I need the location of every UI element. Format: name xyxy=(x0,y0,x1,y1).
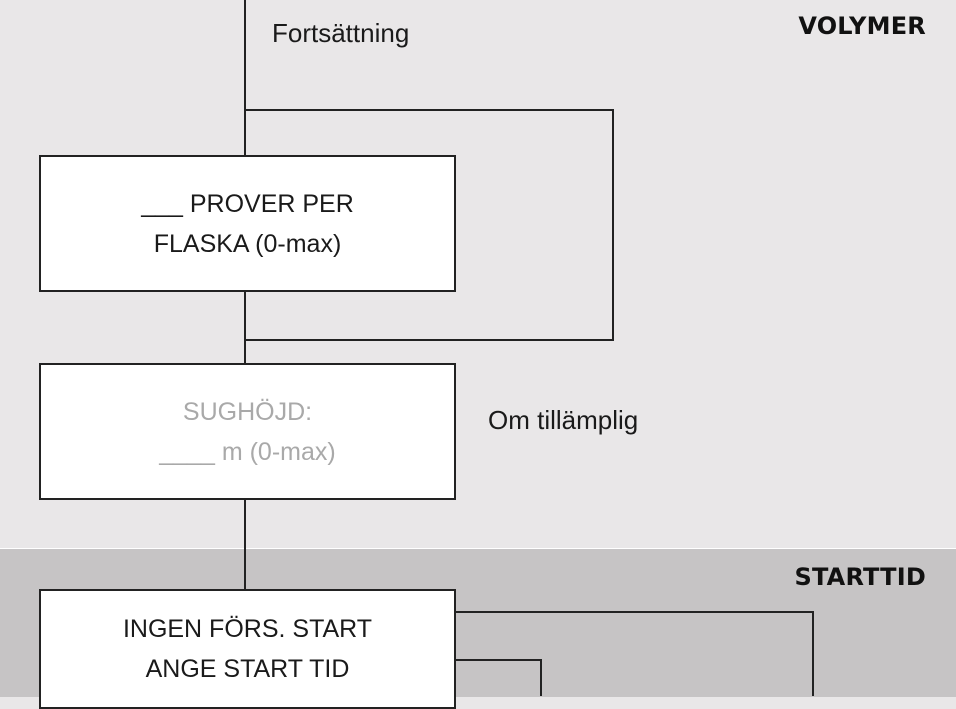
connector-loop-outer xyxy=(455,611,814,696)
connector-loop-volymer xyxy=(245,109,614,341)
box-start-time-line1: INGEN FÖRS. START xyxy=(122,615,373,643)
section-title-starttid: STARTTID xyxy=(794,563,926,591)
box-suction-height-line1: SUGHÖJD: xyxy=(182,397,313,426)
box-samples-per-bottle-line2: FLASKA (0-max) xyxy=(153,229,342,258)
section-title-volymer: VOLYMER xyxy=(798,12,926,40)
box-samples-per-bottle[interactable]: ___ PROVER PER FLASKA (0-max) xyxy=(39,155,456,292)
note-if-applicable: Om tillämplig xyxy=(488,405,639,435)
box-start-time-line2: ANGE START TID xyxy=(145,655,350,683)
box-suction-height[interactable]: SUGHÖJD: ____ m (0-max) xyxy=(39,363,456,500)
connector-loop-inner xyxy=(455,659,542,696)
box-start-time[interactable]: INGEN FÖRS. START ANGE START TID xyxy=(39,589,456,709)
box-samples-per-bottle-line1: ___ PROVER PER xyxy=(141,189,354,218)
box-suction-height-line2: ____ m (0-max) xyxy=(159,437,336,466)
note-continuation: Fortsättning xyxy=(272,18,410,48)
